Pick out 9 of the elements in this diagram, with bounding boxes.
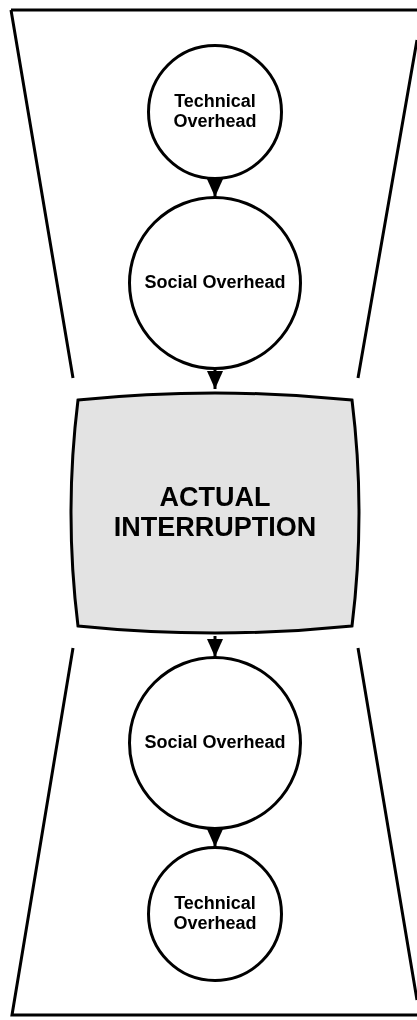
- node-label: ACTUAL INTERRUPTION: [112, 483, 318, 543]
- arrow: [207, 828, 223, 847]
- node-label: Social Overhead: [144, 273, 286, 293]
- node-label: Social Overhead: [144, 733, 286, 753]
- arrow: [207, 178, 223, 197]
- node-label: Technical Overhead: [172, 894, 258, 934]
- arrow: [207, 636, 223, 657]
- arrow: [207, 368, 223, 389]
- node-label: Technical Overhead: [172, 92, 258, 132]
